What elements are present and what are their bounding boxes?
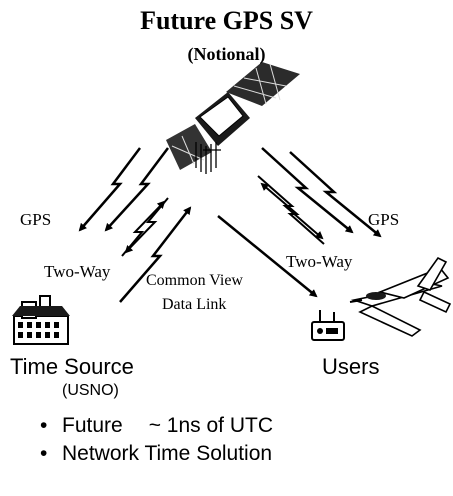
bullet-detail: ~ 1ns of UTC: [148, 414, 274, 437]
gps-right-signal: [261, 147, 382, 238]
users-downlink: [217, 215, 318, 298]
data-link-label: Data Link: [162, 296, 227, 313]
receiver-device-icon: [311, 310, 345, 341]
bullet-label: Future: [62, 414, 123, 437]
common-view-link: [119, 206, 192, 303]
users-label: Users: [322, 354, 380, 379]
gps-left-label: GPS: [20, 210, 52, 229]
satellite-icon: [166, 62, 300, 174]
gps-right-label: GPS: [368, 210, 400, 229]
time-source-sublabel: (USNO): [62, 382, 119, 399]
bullet-item: •Network Time Solution: [40, 442, 273, 465]
time-source-building-icon: [12, 295, 70, 345]
common-view-label: Common View: [146, 272, 243, 289]
bullet-item: •Future~ 1ns of UTC: [40, 414, 274, 437]
gps-left-signal: [78, 147, 169, 232]
bullet-label: Network Time Solution: [62, 442, 273, 465]
fighter-jet-icon: [349, 256, 452, 337]
two-way-right-label: Two-Way: [286, 252, 353, 271]
two-way-left-label: Two-Way: [44, 262, 111, 281]
diagram-subtitle: (Notional): [187, 44, 266, 64]
bullet-list: •Future~ 1ns of UTC •Network Time Soluti…: [40, 412, 273, 468]
time-source-label: Time Source: [10, 354, 134, 379]
diagram-title: Future GPS SV: [140, 6, 313, 35]
two-way-left-link: [121, 197, 169, 257]
two-way-right-link: [257, 175, 325, 245]
